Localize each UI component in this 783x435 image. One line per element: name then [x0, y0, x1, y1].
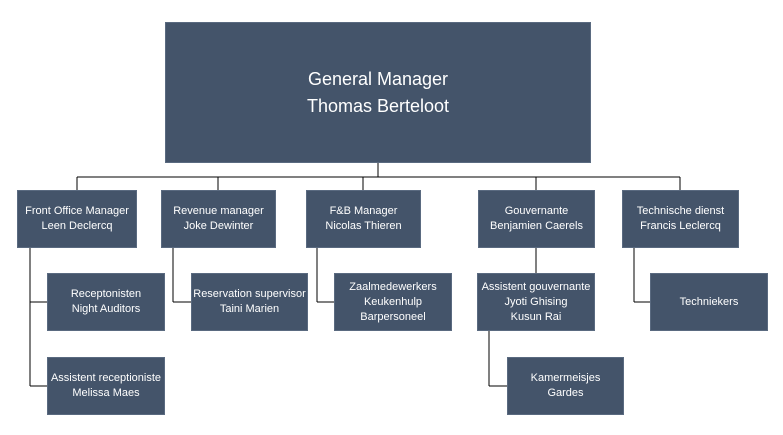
- front-office-manager-name: Leen Declercq: [41, 220, 113, 232]
- front-office-manager-box: Front Office Manager Leen Declercq: [17, 190, 137, 248]
- reservation-supervisor-box: Reservation supervisor Taini Marien: [191, 273, 308, 331]
- fb-staff-line-1: Zaalmedewerkers: [349, 280, 437, 293]
- housekeeping-manager-box: Gouvernante Benjamien Caerels: [478, 190, 595, 248]
- fb-staff-line-2: Keukenhulp: [363, 295, 423, 308]
- revenue-manager-title: Revenue manager: [173, 205, 264, 217]
- fb-manager-box: F&B Manager Nicolas Thieren: [306, 190, 421, 248]
- receptionists-line-1: Receptonisten: [70, 288, 142, 300]
- fb-manager-title: F&B Manager: [329, 205, 398, 217]
- housekeeping-manager-name: Benjamien Caerels: [490, 220, 583, 232]
- fb-staff-line-3: Barpersoneel: [360, 310, 426, 323]
- assistant-housekeeper-title: Assistent gouvernante: [481, 280, 591, 293]
- fb-manager-name: Nicolas Thieren: [325, 220, 402, 232]
- assistant-housekeeper-name-1: Jyoti Ghising: [504, 295, 568, 308]
- technical-manager-box: Technische dienst Francis Leclercq: [622, 190, 739, 248]
- reservation-supervisor-name: Taini Marien: [219, 303, 280, 315]
- general-manager-title: General Manager: [307, 68, 449, 89]
- room-staff-box: Kamermeisjes Gardes: [507, 357, 624, 415]
- technical-manager-title: Technische dienst: [636, 205, 725, 217]
- assistant-receptionist-title: Assistent receptioniste: [50, 372, 162, 384]
- revenue-manager-box: Revenue manager Joke Dewinter: [161, 190, 276, 248]
- housekeeping-manager-title: Gouvernante: [504, 205, 569, 217]
- general-manager-box: General Manager Thomas Berteloot: [165, 22, 591, 163]
- front-office-manager-title: Front Office Manager: [25, 205, 129, 217]
- assistant-housekeeper-box: Assistent gouvernante Jyoti Ghising Kusu…: [477, 273, 595, 331]
- general-manager-name: Thomas Berteloot: [306, 95, 450, 116]
- receptionists-box: Receptonisten Night Auditors: [47, 273, 165, 331]
- room-staff-line-2: Gardes: [547, 387, 584, 399]
- fb-staff-box: Zaalmedewerkers Keukenhulp Barpersoneel: [334, 273, 452, 331]
- technicians-line-1: Techniekers: [679, 295, 739, 308]
- reservation-supervisor-title: Reservation supervisor: [193, 288, 306, 300]
- assistant-receptionist-name: Melissa Maes: [72, 387, 140, 399]
- assistant-receptionist-box: Assistent receptioniste Melissa Maes: [47, 357, 165, 415]
- technical-manager-name: Francis Leclercq: [640, 220, 721, 232]
- technicians-box: Techniekers: [650, 273, 768, 331]
- revenue-manager-name: Joke Dewinter: [183, 220, 254, 232]
- receptionists-line-2: Night Auditors: [71, 303, 141, 315]
- assistant-housekeeper-name-2: Kusun Rai: [510, 310, 562, 323]
- room-staff-line-1: Kamermeisjes: [530, 372, 601, 384]
